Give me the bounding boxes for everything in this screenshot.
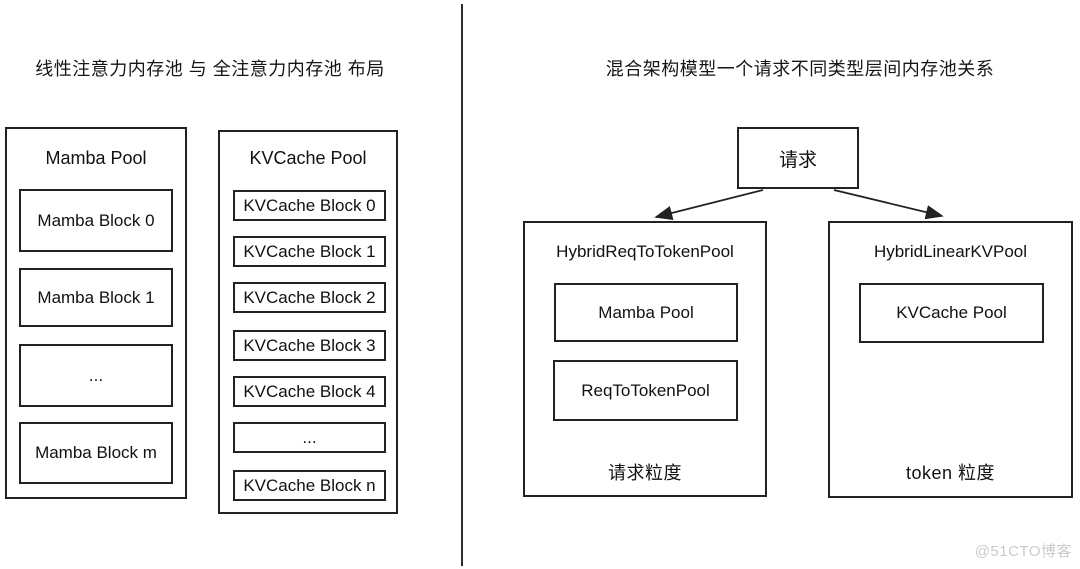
request-box: 请求 (737, 127, 859, 189)
kvcache-block-3: KVCache Block 3 (233, 330, 386, 361)
kvcache-block-4: KVCache Block 4 (233, 376, 386, 407)
right-panel-title: 混合架构模型一个请求不同类型层间内存池关系 (605, 59, 995, 79)
kvcache-block-ellipsis: ... (233, 422, 386, 453)
kvcache-pool-label: KVCache Pool (249, 148, 367, 168)
inner-mamba-pool-block: Mamba Pool (554, 283, 738, 342)
arrow-request-to-kvpool (833, 189, 944, 220)
inner-kvcache-pool-block: KVCache Pool (859, 283, 1044, 343)
mamba-block-ellipsis: ... (19, 344, 173, 407)
kvcache-block-2: KVCache Block 2 (233, 282, 386, 313)
vertical-divider (461, 4, 463, 566)
watermark: @51CTO博客 (974, 543, 1072, 560)
hybrid-linear-kv-pool-label: HybridLinearKVPool (873, 242, 1028, 261)
hybrid-linear-kv-pool-box: HybridLinearKVPool KVCache Pool token 粒度 (828, 221, 1073, 498)
request-granularity-label: 请求粒度 (608, 463, 682, 483)
kvcache-pool-box: KVCache Pool KVCache Block 0 KVCache Blo… (218, 130, 398, 514)
mamba-pool-box: Mamba Pool Mamba Block 0 Mamba Block 1 .… (5, 127, 187, 499)
kvcache-block-0: KVCache Block 0 (233, 190, 386, 221)
mamba-block-1: Mamba Block 1 (19, 268, 173, 327)
hybrid-req-to-token-pool-label: HybridReqToTokenPool (556, 242, 734, 261)
mamba-block-m: Mamba Block m (19, 422, 173, 484)
mamba-block-0: Mamba Block 0 (19, 189, 173, 252)
mamba-pool-label: Mamba Pool (45, 148, 147, 168)
token-granularity-label: token 粒度 (905, 463, 996, 483)
hybrid-req-to-token-pool-box: HybridReqToTokenPool Mamba Pool ReqToTok… (523, 221, 767, 497)
kvcache-block-1: KVCache Block 1 (233, 236, 386, 267)
left-panel-title: 线性注意力内存池 与 全注意力内存池 布局 (35, 59, 385, 79)
arrow-request-to-reqpool (654, 189, 764, 221)
kvcache-block-n: KVCache Block n (233, 470, 386, 501)
inner-req-to-token-pool-block: ReqToTokenPool (553, 360, 738, 421)
